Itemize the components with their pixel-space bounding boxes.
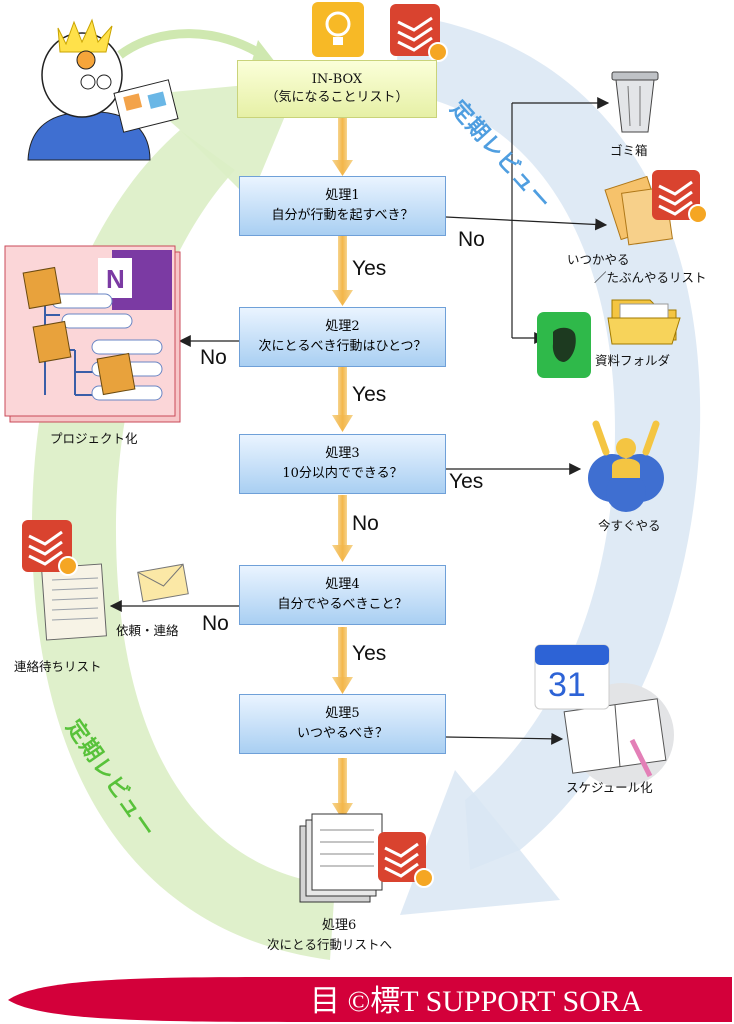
- edge-label-step4-no: No: [202, 612, 229, 635]
- trash-label: ゴミ箱: [610, 143, 648, 158]
- step-question: 自分が行動を起すべき？: [271, 208, 414, 223]
- svg-text:N: N: [106, 264, 125, 294]
- waiting-list-icon: [22, 520, 107, 641]
- idea-to-inbox-arrow: [117, 29, 265, 59]
- project-onenote-card: N: [4, 245, 181, 423]
- project-label: プロジェクト化: [50, 431, 138, 446]
- branch-connectors: [109, 97, 610, 745]
- next-action-stack-icon: [299, 813, 434, 903]
- step-title: 処理1: [325, 188, 360, 203]
- envelope-icon: [137, 563, 189, 603]
- someday-list-icon: [604, 170, 708, 246]
- trash-can-icon: [611, 71, 659, 133]
- process-step-4: 処理4 自分でやるべきこと？: [239, 565, 446, 625]
- reference-folder-label: 資料フォルダ: [595, 353, 671, 368]
- step-question: いつやるべき？: [296, 726, 388, 741]
- document-folder-icon: [607, 299, 681, 345]
- step-title: 処理4: [325, 577, 360, 592]
- someday-label-line1: いつかやる: [567, 252, 630, 267]
- inbox-box: IN-BOX （気になることリスト）: [237, 60, 437, 118]
- someday-label-line2: ／たぶんやるリスト: [594, 270, 707, 285]
- todoist-icon: [390, 4, 448, 62]
- footer-bar: [8, 977, 732, 1022]
- schedule-label: スケジュール化: [566, 780, 653, 795]
- review-cycle-blue-head: [400, 770, 560, 915]
- schedule-calendar-icon: [534, 644, 674, 787]
- do-now-label: 今すぐやる: [598, 518, 661, 533]
- final-step-title: 処理6: [322, 918, 357, 933]
- bulb-app-icon: [312, 2, 364, 57]
- edge-label-step1-no: No: [458, 228, 485, 251]
- step-question: 自分でやるべきこと？: [277, 597, 408, 612]
- step-title: 処理3: [325, 446, 360, 461]
- inbox-title: IN-BOX: [311, 72, 363, 87]
- step-question: 次にとるべき行動はひとつ？: [258, 339, 427, 354]
- do-now-person-icon: [588, 420, 664, 512]
- step-question: 10分以内でできる？: [282, 466, 403, 481]
- thinker-illustration: [27, 18, 179, 161]
- delegate-label: 依頼・連絡: [116, 623, 179, 638]
- edge-label-step4-yes: Yes: [352, 642, 387, 665]
- footer-copyright: 目 ©標T SUPPORT SORA: [310, 985, 643, 1018]
- evernote-icon: [537, 312, 591, 378]
- process-step-5: 処理5 いつやるべき？: [239, 694, 446, 754]
- edge-label-step3-no: No: [352, 512, 379, 535]
- process-step-2: 処理2 次にとるべき行動はひとつ？: [239, 307, 446, 367]
- final-step-subtitle: 次にとる行動リストへ: [267, 937, 393, 952]
- process-step-1: 処理1 自分が行動を起すべき？: [239, 176, 446, 236]
- edge-label-step1-yes: Yes: [352, 257, 387, 280]
- main-flow-arrows: [332, 118, 353, 820]
- inbox-subtitle: （気になることリスト）: [265, 90, 409, 105]
- process-step-3: 処理3 10分以内でできる？: [239, 434, 446, 494]
- edge-label-step2-no: No: [200, 346, 227, 369]
- step-title: 処理5: [325, 706, 360, 721]
- edge-label-step3-yes: Yes: [449, 470, 484, 493]
- step-title: 処理2: [325, 319, 360, 334]
- waiting-list-label: 連絡待ちリスト: [14, 659, 102, 674]
- edge-label-step2-yes: Yes: [352, 383, 387, 406]
- calendar-day-number: 31: [548, 666, 586, 704]
